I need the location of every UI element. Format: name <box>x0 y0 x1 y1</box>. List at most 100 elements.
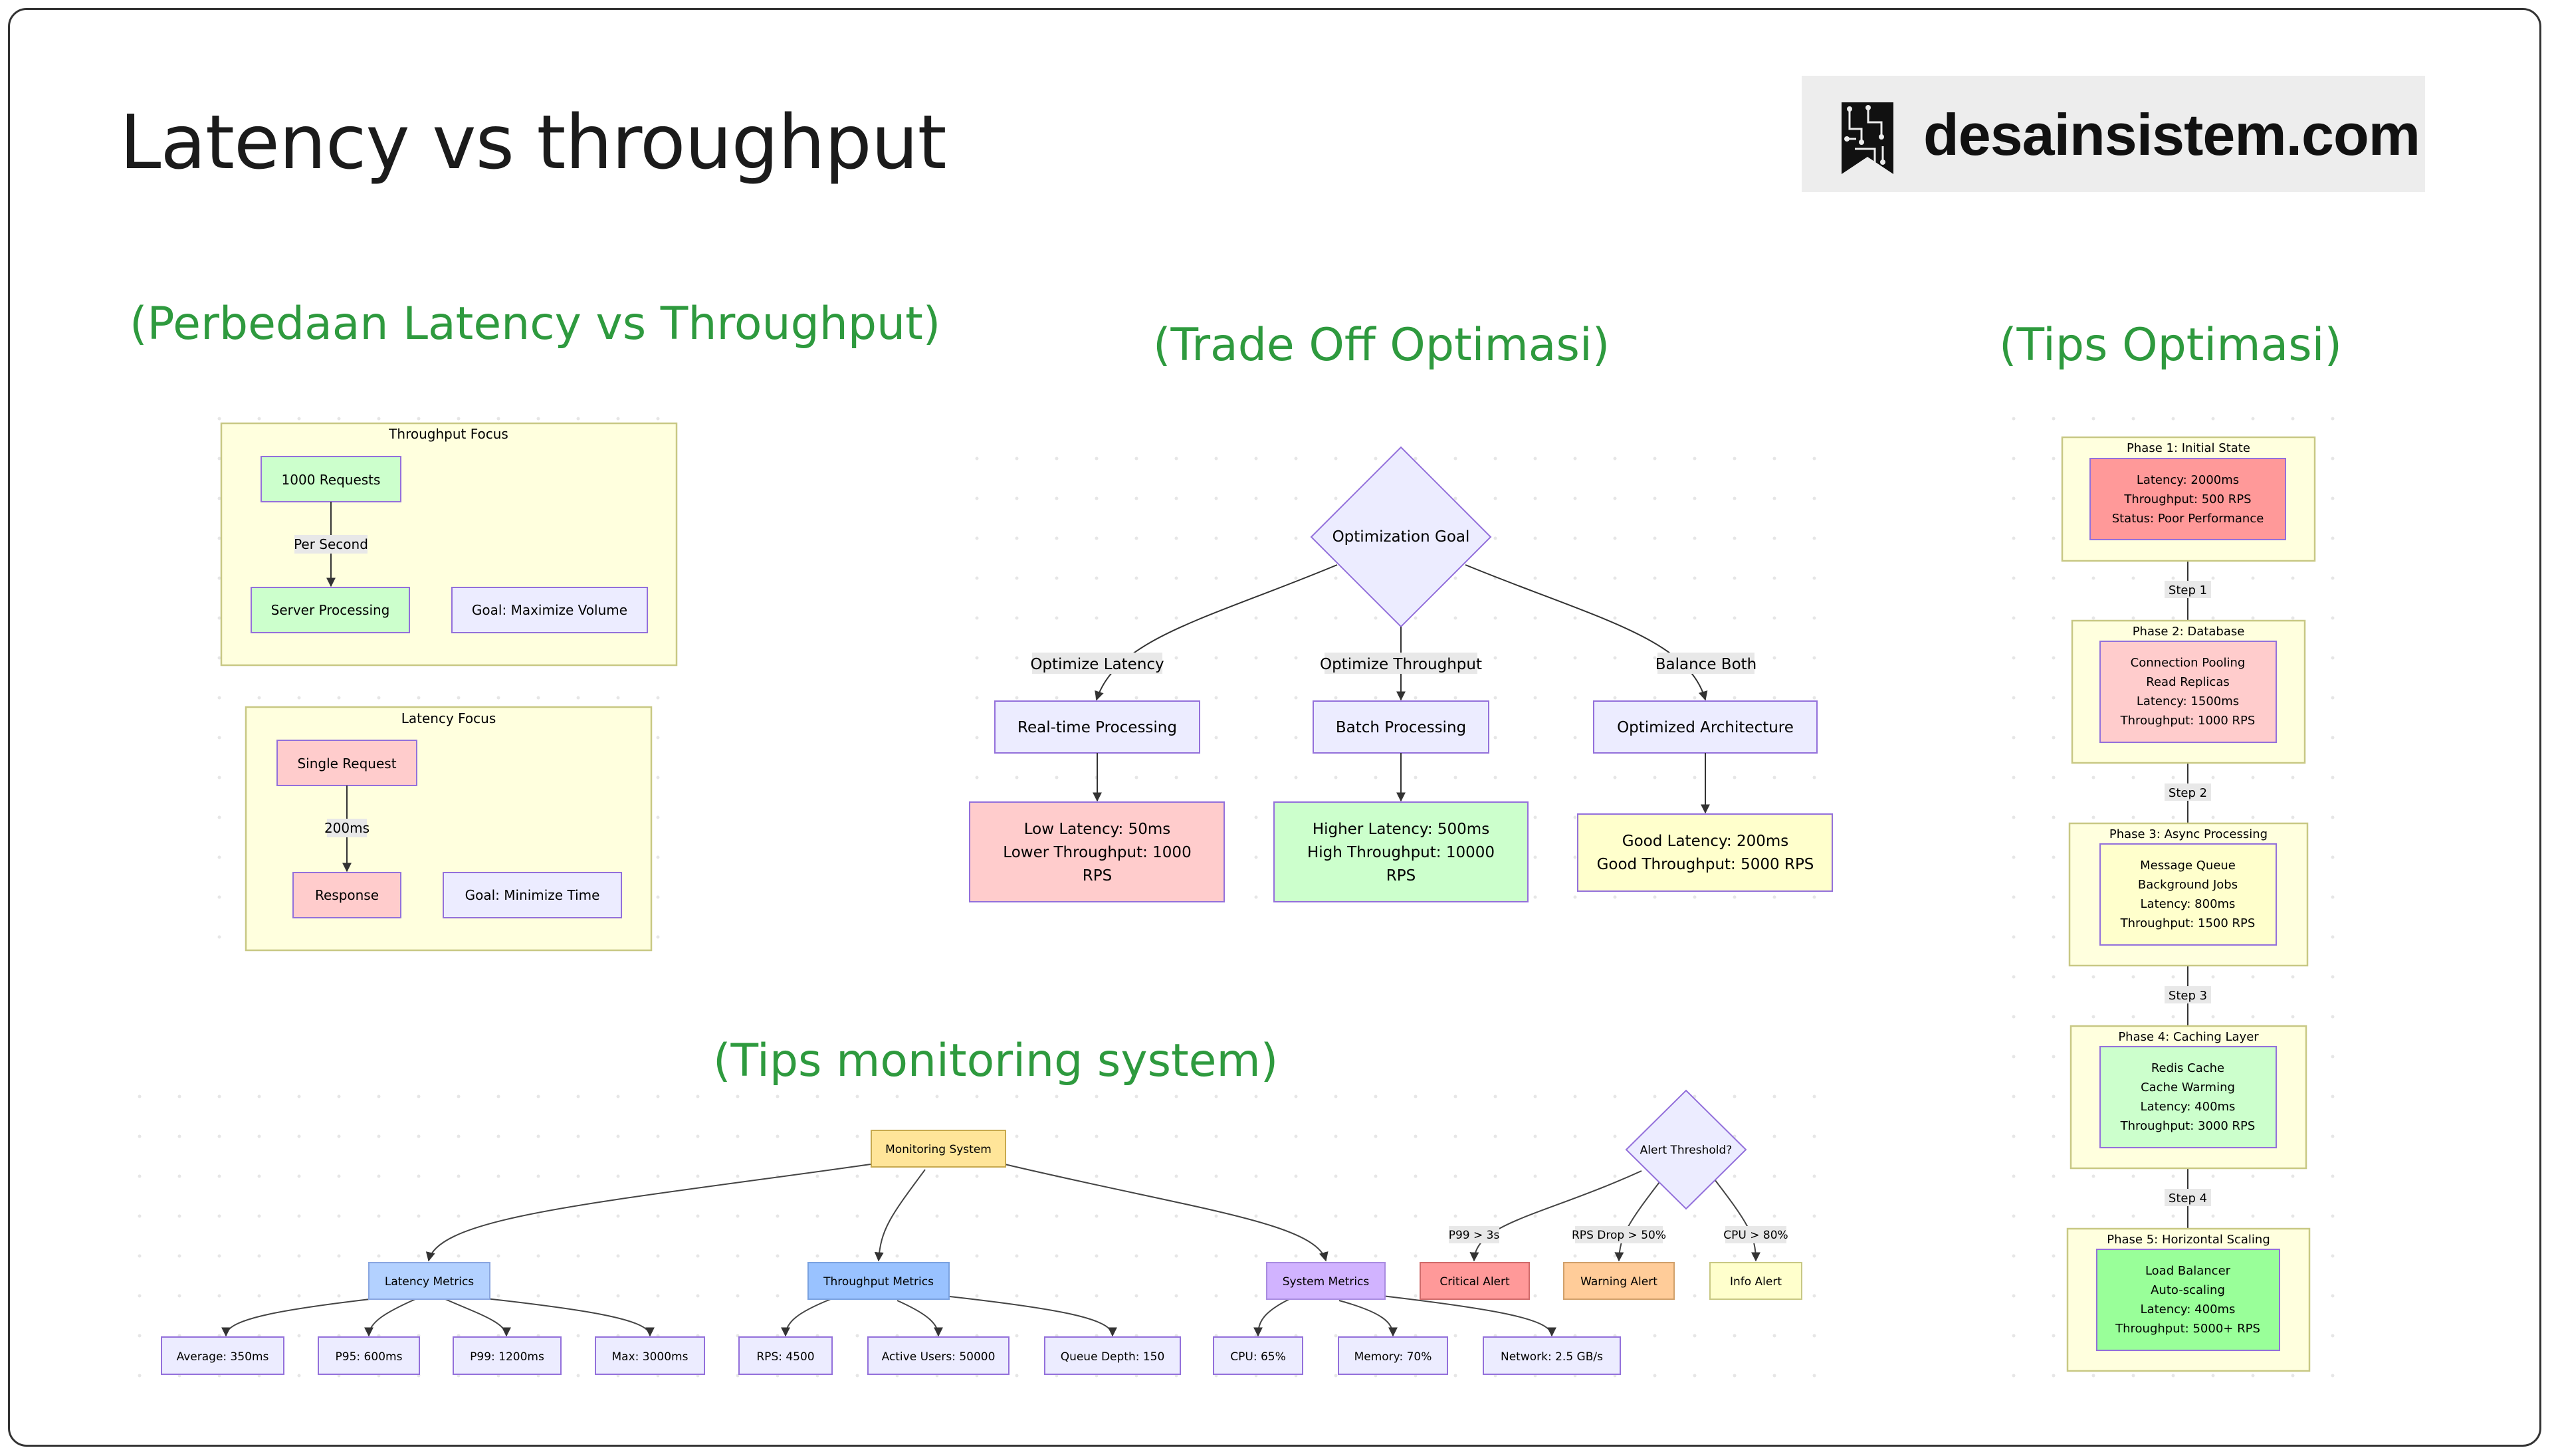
phase-title: Phase 4: Caching Layer <box>2118 1030 2259 1044</box>
node-response <box>292 872 401 918</box>
metric-rps-label: RPS: 4500 <box>756 1350 814 1364</box>
node-response-label: Response <box>315 887 379 903</box>
edge-system-memory <box>1338 1300 1398 1337</box>
phase-line: Redis Cache <box>2151 1061 2224 1075</box>
node-system-metrics <box>1266 1262 1386 1300</box>
metric-p95-label: P95: 600ms <box>336 1350 403 1364</box>
section-title-tradeoff: (Trade Off Optimasi) <box>1153 319 1610 371</box>
node-warning-alert <box>1563 1262 1675 1300</box>
phase-3-node <box>2099 843 2277 946</box>
edge-label-bg <box>1325 653 1477 674</box>
metric-p99-label: P99: 1200ms <box>470 1350 544 1364</box>
node-throughput-metrics-label: Throughput Metrics <box>823 1275 934 1289</box>
node-monitoring-system-label: Monitoring System <box>885 1143 992 1156</box>
phase-title: Phase 5: Horizontal Scaling <box>2107 1233 2270 1247</box>
edge-label-rps-drop: RPS Drop > 50% <box>1572 1229 1666 1242</box>
node-goal-minimize <box>443 872 622 918</box>
step-label-bg <box>2165 986 2211 1003</box>
phase-line: Throughput: 1500 RPS <box>2120 916 2256 930</box>
cluster-title: Latency Focus <box>401 710 496 726</box>
phase-5-node <box>2096 1249 2280 1351</box>
page-title: Latency vs throughput <box>120 100 947 186</box>
node-info-alert <box>1709 1262 1802 1300</box>
result-line: High Throughput: 10000 <box>1307 844 1495 861</box>
edge-alert-critical <box>1469 1170 1642 1262</box>
edge-label-bg <box>1575 1226 1663 1243</box>
edge-root-latency <box>425 1164 871 1262</box>
metric-average <box>161 1336 284 1375</box>
metric-memory-label: Memory: 70% <box>1354 1350 1432 1364</box>
edge-latency-p99 <box>445 1299 511 1337</box>
edge-latency-average <box>221 1295 399 1337</box>
edge-label-bg <box>327 819 367 837</box>
result-line: Lower Throughput: 1000 <box>1003 844 1191 861</box>
node-good-latency-result <box>1577 813 1833 892</box>
node-throughput-metrics <box>807 1262 950 1300</box>
tradeoff-flowchart: Optimization Goal Optimize Latency Optim… <box>969 446 1833 902</box>
phase-line: Throughput: 500 RPS <box>2123 492 2251 506</box>
result-line: Good Throughput: 5000 RPS <box>1597 856 1814 873</box>
logo-text: desainsistem.com <box>1923 102 2420 167</box>
phase-title: Phase 1: Initial State <box>2127 441 2250 455</box>
result-line: Higher Latency: 500ms <box>1313 821 1489 838</box>
node-warning-alert-label: Warning Alert <box>1580 1275 1657 1289</box>
metric-network-label: Network: 2.5 GB/s <box>1501 1350 1603 1364</box>
step-label-4: Step 4 <box>2169 1192 2207 1205</box>
node-goal-maximize <box>451 587 648 633</box>
edge-latency-max <box>461 1295 655 1337</box>
node-single-request <box>276 740 417 786</box>
phase-1-node <box>2089 458 2286 540</box>
edge-label-bg <box>1449 1226 1499 1243</box>
edge-optimize-latency <box>1095 564 1338 701</box>
node-goal-maximize-label: Goal: Maximize Volume <box>472 602 627 618</box>
phase-line: Message Queue <box>2140 859 2236 873</box>
edge-balance-both <box>1465 564 1708 701</box>
node-server-processing-label: Server Processing <box>271 602 390 618</box>
decision-alert-threshold <box>1625 1089 1747 1210</box>
phase-2-node <box>2099 641 2277 743</box>
metric-max <box>595 1336 705 1375</box>
monitoring-tree: Monitoring System Latency Metrics Throug… <box>161 1089 1802 1375</box>
step-label-3: Step 3 <box>2169 989 2207 1003</box>
edge-label-bg <box>294 535 368 554</box>
phase-line: Connection Pooling <box>2131 656 2246 670</box>
phase-4-node <box>2099 1046 2277 1148</box>
edge-system-network <box>1382 1295 1556 1337</box>
phase-line: Latency: 1500ms <box>2137 694 2239 708</box>
phase-line: Read Replicas <box>2146 675 2229 689</box>
edge-root-system <box>1004 1164 1329 1262</box>
node-1000-requests-label: 1000 Requests <box>282 472 381 488</box>
metric-memory <box>1338 1336 1448 1375</box>
node-single-request-label: Single Request <box>297 756 396 772</box>
node-critical-alert <box>1420 1262 1530 1300</box>
metric-average-label: Average: 350ms <box>177 1350 269 1364</box>
throughput-focus-cluster: Throughput Focus 1000 Requests Per Secon… <box>220 422 678 667</box>
phase-line: Throughput: 3000 RPS <box>2120 1119 2256 1133</box>
node-latency-metrics <box>368 1262 490 1300</box>
latency-focus-cluster: Latency Focus Single Request 200ms Respo… <box>245 706 653 952</box>
edge-label-p99: P99 > 3s <box>1449 1229 1500 1242</box>
result-line: Good Latency: 200ms <box>1622 833 1788 850</box>
edge-label-optimize-throughput: Optimize Throughput <box>1320 656 1482 673</box>
node-system-metrics-label: System Metrics <box>1283 1275 1370 1289</box>
phase-title: Phase 3: Async Processing <box>2109 827 2268 841</box>
step-label-bg <box>2165 783 2211 801</box>
phase-line: Auto-scaling <box>2151 1283 2225 1297</box>
node-realtime-processing-label: Real-time Processing <box>1017 719 1177 736</box>
decision-optimization-goal-label: Optimization Goal <box>1332 528 1470 546</box>
result-line: Low Latency: 50ms <box>1024 821 1171 838</box>
edge-system-cpu <box>1253 1299 1290 1337</box>
edge-label-200ms: 200ms <box>324 820 370 836</box>
node-batch-processing-label: Batch Processing <box>1336 719 1466 736</box>
step-label-1: Step 1 <box>2169 583 2207 597</box>
phase-line: Latency: 2000ms <box>2137 473 2239 487</box>
phase-line: Latency: 400ms <box>2141 1100 2236 1114</box>
tips-phases: Phase 1: Initial State Latency: 2000ms T… <box>2061 436 2316 1372</box>
phase-line: Cache Warming <box>2141 1081 2235 1094</box>
node-info-alert-label: Info Alert <box>1730 1275 1782 1289</box>
node-latency-metrics-label: Latency Metrics <box>385 1275 474 1289</box>
metric-p95 <box>318 1336 420 1375</box>
phase-line: Throughput: 5000+ RPS <box>2115 1322 2260 1336</box>
section-title-tips: (Tips Optimasi) <box>1999 319 2343 371</box>
